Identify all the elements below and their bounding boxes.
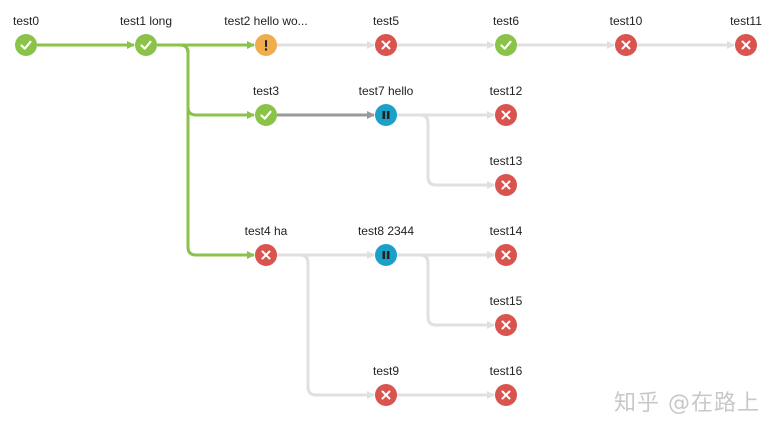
check-icon [140,40,152,50]
stage-node-test6[interactable] [495,34,517,56]
stage-node-test4[interactable] [255,244,277,266]
cross-icon [261,250,271,260]
node-label-test14: test14 [489,224,523,238]
stage-node-test15[interactable] [495,314,517,336]
edge-test4-to-test9 [277,253,375,399]
watermark: 知乎 @在路上 [614,391,760,416]
stage-node-test9[interactable] [375,384,397,406]
node-label-test3: test3 [252,84,280,98]
stage-node-test5[interactable] [375,34,397,56]
check-icon [500,40,512,50]
node-label-test8: test8 2344 [357,224,415,238]
stage-node-test8[interactable] [375,244,397,266]
node-label-test6: test6 [492,14,520,28]
node-label-test2: test2 hello wo... [224,14,308,28]
node-label-test11: test11 [730,14,762,28]
node-label-test9: test9 [372,364,400,378]
cross-icon [501,250,511,260]
cross-icon [501,180,511,190]
stage-node-test14[interactable] [495,244,517,266]
stage-node-test7[interactable] [375,104,397,126]
node-label-test5: test5 [372,14,400,28]
exclamation-icon [264,40,268,51]
stage-node-test10[interactable] [615,34,637,56]
node-label-test1: test1 long [119,14,173,28]
node-label-test13: test13 [489,154,523,168]
edge-test1-to-test4 [157,43,255,259]
node-label-test15: test15 [489,294,523,308]
stage-node-test1[interactable] [135,34,157,56]
stage-node-test13[interactable] [495,174,517,196]
node-label-test4: test4 ha [244,224,288,238]
edge-test8-to-test15 [397,253,495,329]
node-label-test0: test0 [12,14,40,28]
cross-icon [501,110,511,120]
cross-icon [381,40,391,50]
pause-icon [382,251,390,259]
cross-icon [501,320,511,330]
stage-node-test11[interactable] [735,34,757,56]
pause-icon [382,111,390,119]
cross-icon [741,40,751,50]
check-icon [260,110,272,120]
node-label-test7: test7 hello [358,84,414,98]
stage-node-test16[interactable] [495,384,517,406]
stage-node-test3[interactable] [255,104,277,126]
stage-node-test2[interactable] [255,34,277,56]
node-label-test12: test12 [489,84,523,98]
node-label-test16: test16 [489,364,523,378]
check-icon [20,40,32,50]
stage-node-test12[interactable] [495,104,517,126]
edge-test7-to-test13 [397,113,495,189]
stage-node-test0[interactable] [15,34,37,56]
cross-icon [501,390,511,400]
edge-test1-to-test3 [157,43,255,119]
cross-icon [621,40,631,50]
cross-icon [381,390,391,400]
node-label-test10: test10 [609,14,643,28]
